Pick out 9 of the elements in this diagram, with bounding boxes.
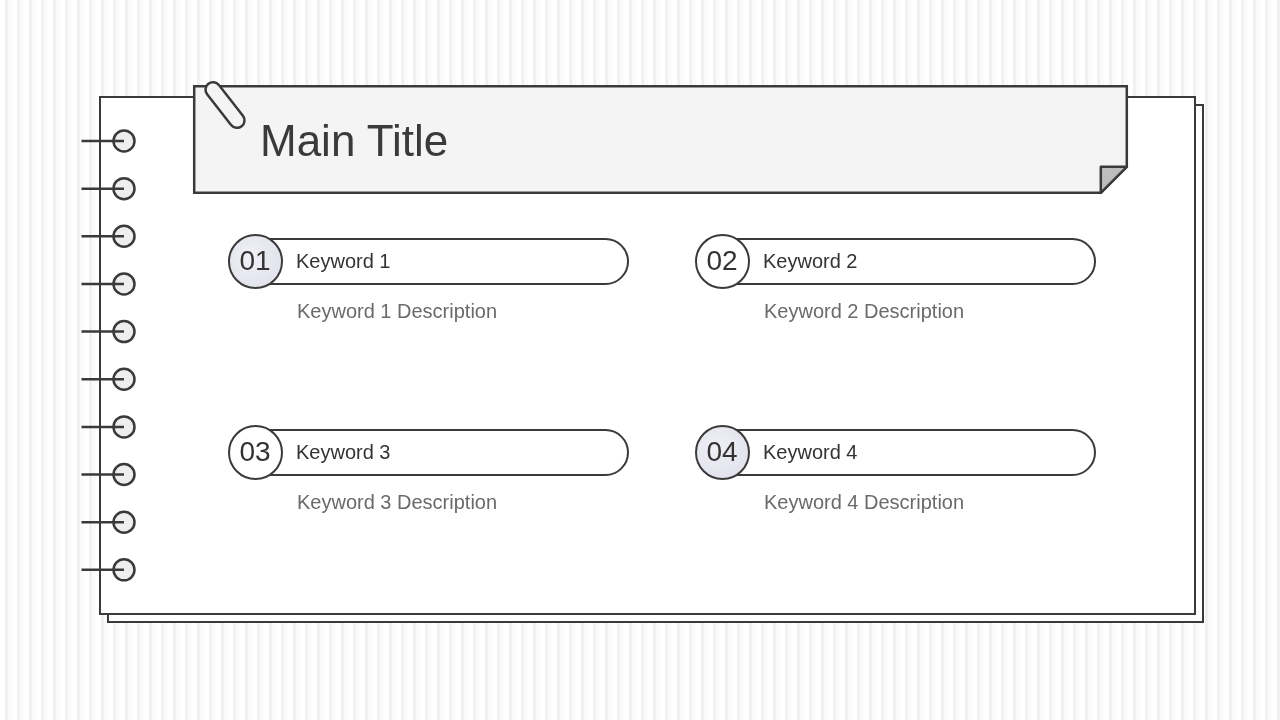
keyword-description: Keyword 2 Description [764,299,965,323]
keyword-description: Keyword 1 Description [297,299,498,323]
keyword-label: Keyword 1 [296,249,391,274]
keyword-label: Keyword 4 [763,440,858,465]
main-title: Main Title [260,115,449,167]
keyword-description: Keyword 3 Description [297,490,498,514]
keyword-description: Keyword 4 Description [764,490,965,514]
keyword-label: Keyword 2 [763,249,858,274]
keyword-label: Keyword 3 [296,440,391,465]
